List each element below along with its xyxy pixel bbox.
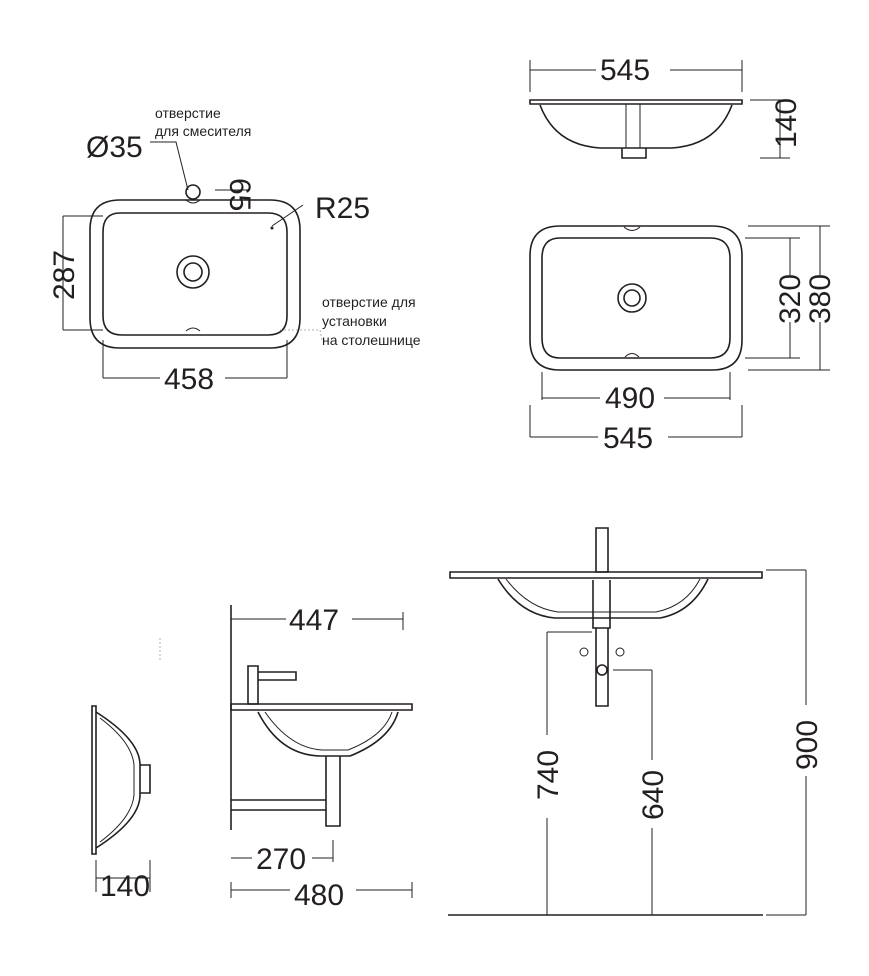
mixer-hole-note-line2: для смесителя [155,123,251,139]
front-install-900-label: 900 [791,720,824,770]
plan-inner-height-label: 320 [774,274,807,324]
plan-outer-height-label: 380 [804,274,837,324]
front-width-label: 545 [600,54,650,87]
side-depth-label: 140 [100,870,150,903]
front-view: 545 140 [529,54,803,159]
front-depth-label: 140 [770,98,803,148]
mount-hole-note-line3: на столешнице [322,332,421,348]
side-projection-label: 447 [289,604,339,637]
plan-view: 320 380 490 545 [529,225,837,455]
plan-drain-inner [623,289,641,307]
mount-hole-note-line1: отверстие для [322,294,416,310]
side-drain-offset-label: 270 [256,843,306,876]
drain-outer [176,255,210,289]
top-view: отверстие для смесителя Ø35 65 R25 287 4… [48,105,421,396]
drain-inner [183,262,203,282]
plan-inner-width-label: 490 [605,382,655,415]
hole-offset-label: 65 [223,178,256,211]
front-install-740-label: 740 [532,750,565,800]
radius-label: R25 [315,192,370,225]
side-total-depth-label: 480 [294,879,344,912]
side-section-view: 140 [91,705,151,903]
front-install-view: 740 640 900 [448,527,824,916]
mixer-hole-note-line1: отверстие [155,105,221,121]
mixer-hole [185,184,201,200]
plan-outer-width-label: 545 [603,422,653,455]
plan-drain-outer [617,283,647,313]
front-install-640-label: 640 [637,770,670,820]
mount-hole-note-line2: установки [322,313,387,329]
top-height-label: 287 [48,250,81,300]
hole-diameter-label: Ø35 [86,131,143,164]
top-width-label: 458 [164,363,214,396]
side-install-view: 447 270 480 [159,604,413,912]
